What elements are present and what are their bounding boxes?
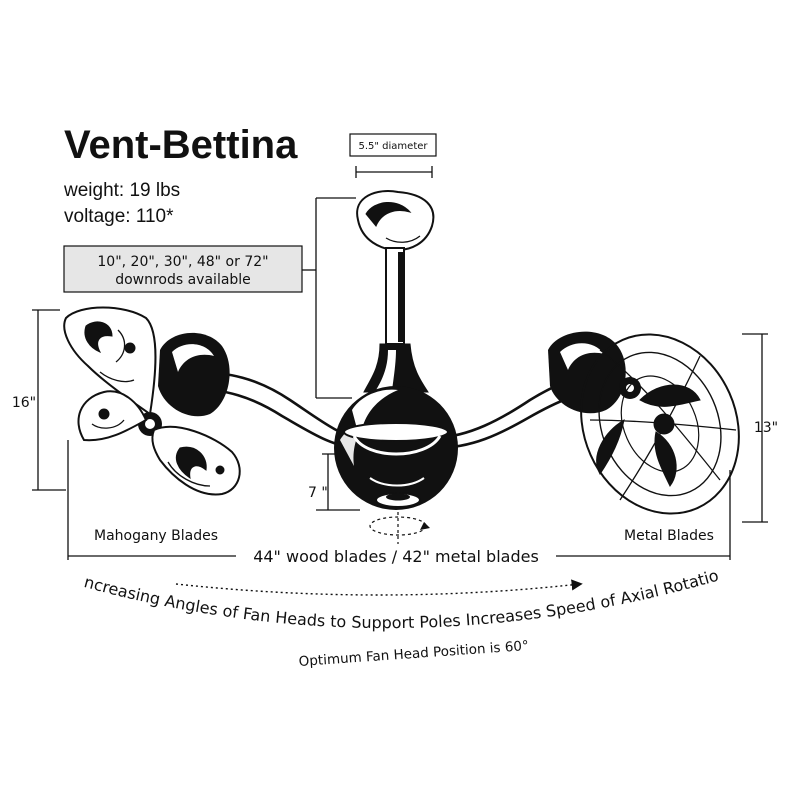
motor-neck	[363, 343, 429, 393]
motor-housing	[334, 386, 458, 510]
rotation-arrow	[175, 579, 583, 596]
mahogany-blades	[63, 306, 241, 496]
overall-width-dimension: 44" wood blades / 42" metal blades	[67, 440, 731, 566]
weight-spec: weight: 19 lbs	[63, 180, 180, 201]
canopy-diameter-callout: 5.5" diameter	[349, 133, 437, 178]
voltage-spec: voltage: 110*	[64, 206, 174, 227]
left-height-label: 16"	[12, 395, 36, 411]
metal-blades-label: Metal Blades	[624, 528, 714, 544]
right-fan-head	[548, 331, 641, 414]
downrods-box	[63, 245, 303, 293]
mahogany-blades-label: Mahogany Blades	[94, 528, 218, 544]
canopy-diameter-label: 5.5" diameter	[358, 141, 428, 152]
downrod-height-bracket	[302, 197, 356, 399]
overall-width-label: 44" wood blades / 42" metal blades	[253, 547, 539, 566]
canopy	[356, 190, 435, 252]
product-title: Vent-Bettina	[64, 123, 298, 167]
downrods-line1: 10", 20", 30", 48" or 72"	[97, 254, 268, 270]
bowl-depth-dimension: 7 "	[308, 453, 360, 511]
downrods-line2: downrods available	[115, 272, 251, 288]
metal-blades-cage	[580, 333, 740, 515]
right-height-dimension: 13"	[742, 333, 778, 523]
downrods-callout: 10", 20", 30", 48" or 72" downrods avail…	[63, 245, 303, 293]
right-height-label: 13"	[754, 420, 778, 436]
bowl-depth-label: 7 "	[308, 485, 328, 501]
fan-illustration	[63, 190, 740, 544]
optimum-note: Optimum Fan Head Position is 60°	[298, 638, 529, 670]
rotation-indicator-icon	[369, 512, 430, 544]
canopy-diameter-box	[349, 133, 437, 157]
left-height-dimension: 16"	[12, 309, 66, 491]
